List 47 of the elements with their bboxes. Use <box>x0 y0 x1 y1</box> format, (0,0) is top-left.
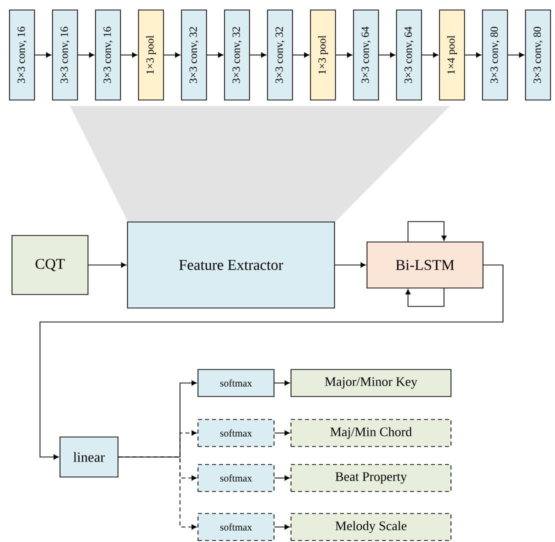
arrow <box>292 52 310 58</box>
arrow <box>206 52 224 58</box>
process-box: CQT <box>12 235 88 295</box>
arrow <box>34 52 52 58</box>
arrow <box>508 52 524 58</box>
process-box: linear <box>60 436 118 478</box>
arrow <box>164 52 180 58</box>
arrow <box>464 52 482 58</box>
arrow <box>88 262 126 268</box>
softmax-box: softmax <box>198 369 274 397</box>
output-box: Major/Minor Key <box>290 369 452 397</box>
arrow <box>274 430 290 436</box>
output-box: Maj/Min Chord <box>290 419 452 447</box>
layer-box: 1×3 pool <box>138 10 164 100</box>
arrow <box>405 288 444 307</box>
arrow <box>378 52 396 58</box>
softmax-box: softmax <box>198 419 274 447</box>
layer-box: 3×3 conv, 16 <box>52 10 78 100</box>
layer-box: 3×3 conv, 32 <box>181 10 207 100</box>
output-box: Beat Property <box>290 464 452 492</box>
layer-box: 3×3 conv, 16 <box>95 10 121 100</box>
arrow <box>274 380 290 386</box>
arrow <box>78 52 94 58</box>
arrow <box>336 52 352 58</box>
arrow <box>250 52 266 58</box>
layer-box: 1×3 pool <box>310 10 336 100</box>
layer-box: 3×3 conv, 80 <box>525 10 551 100</box>
arrow <box>274 524 290 530</box>
process-box: Bi-LSTM <box>366 242 484 288</box>
arrow <box>274 475 290 481</box>
arrow <box>40 264 504 460</box>
arrow <box>334 262 366 268</box>
layer-box: 3×3 conv, 32 <box>267 10 293 100</box>
layer-box: 3×3 conv, 80 <box>482 10 508 100</box>
output-box: Melody Scale <box>290 513 452 541</box>
arrow <box>422 52 438 58</box>
layer-box: 3×3 conv, 64 <box>396 10 422 100</box>
layer-box: 3×3 conv, 64 <box>353 10 379 100</box>
softmax-box: softmax <box>198 464 274 492</box>
layer-box: 3×3 conv, 16 <box>9 10 35 100</box>
process-box: Feature Extractor <box>127 222 335 308</box>
arrow <box>118 380 197 458</box>
layer-box: 3×3 conv, 32 <box>224 10 250 100</box>
softmax-box: softmax <box>198 513 274 541</box>
arrow <box>408 221 447 242</box>
layer-box: 1×4 pool <box>439 10 465 100</box>
arrow <box>120 52 138 58</box>
